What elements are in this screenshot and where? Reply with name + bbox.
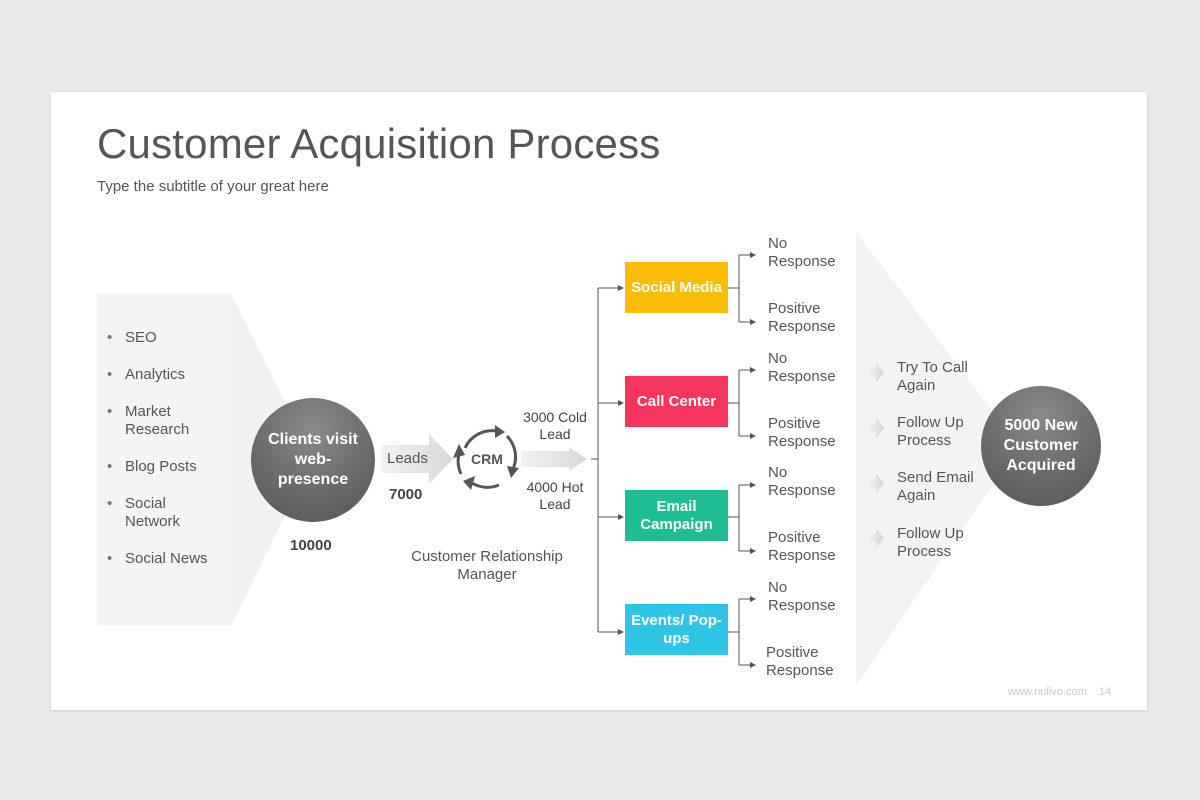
follow-up-item: Send Email Again bbox=[897, 469, 974, 504]
source-item: •Analytics bbox=[107, 366, 186, 383]
channel-social-media: Social Media bbox=[625, 262, 728, 313]
slide-subtitle: Type the subtitle of your great here bbox=[97, 178, 329, 195]
result-funnel-shape bbox=[856, 232, 1019, 686]
visit-count: 10000 bbox=[290, 537, 332, 554]
follow-up-item: Try To Call Again bbox=[897, 359, 968, 394]
slide: Customer Acquisition Process Type the su… bbox=[51, 92, 1147, 710]
source-item: •Social Network bbox=[107, 495, 181, 530]
follow-up-item: Follow Up Process bbox=[897, 525, 964, 560]
slide-title: Customer Acquisition Process bbox=[97, 120, 661, 167]
crm-caption: Customer Relationship Manager bbox=[411, 548, 563, 583]
footer-site: www.nulivo.com bbox=[1008, 686, 1087, 698]
source-item: •Social News bbox=[107, 550, 208, 567]
channel-events-popups: Events/ Pop-ups bbox=[625, 604, 728, 655]
response-no: No Response bbox=[768, 579, 836, 614]
source-item: •Market Research bbox=[107, 403, 190, 438]
visit-circle: Clients visit web-presence bbox=[251, 398, 375, 522]
response-positive: Positive Response bbox=[768, 415, 836, 450]
result-circle: 5000 New Customer Acquired bbox=[981, 386, 1101, 506]
hot-lead-label: 4000 Hot Lead bbox=[526, 479, 584, 512]
source-item: •Blog Posts bbox=[107, 458, 197, 475]
response-positive: Positive Response bbox=[768, 300, 836, 335]
sources-list: •SEO •Analytics •Market Research •Blog P… bbox=[105, 329, 235, 587]
leads-arrow bbox=[381, 434, 453, 484]
crm-output-arrow bbox=[521, 447, 587, 471]
sources-panel: •SEO •Analytics •Market Research •Blog P… bbox=[97, 293, 231, 625]
response-positive: Positive Response bbox=[768, 529, 836, 564]
follow-up-item: Follow Up Process bbox=[897, 414, 964, 449]
response-positive: Positive Response bbox=[766, 644, 834, 679]
channel-email-campaign: Email Campaign bbox=[625, 490, 728, 541]
response-no: No Response bbox=[768, 235, 836, 270]
leads-label: Leads bbox=[387, 450, 428, 467]
cold-lead-label: 3000 Cold Lead bbox=[523, 409, 587, 442]
channel-call-center: Call Center bbox=[625, 376, 728, 427]
response-no: No Response bbox=[768, 350, 836, 385]
page-number: 14 bbox=[1098, 686, 1112, 698]
leads-count: 7000 bbox=[389, 486, 423, 503]
response-no: No Response bbox=[768, 464, 836, 499]
slide-footer: www.nulivo.com 14 bbox=[1008, 686, 1111, 698]
crm-label: CRM bbox=[471, 451, 503, 467]
source-item: •SEO bbox=[107, 329, 157, 346]
